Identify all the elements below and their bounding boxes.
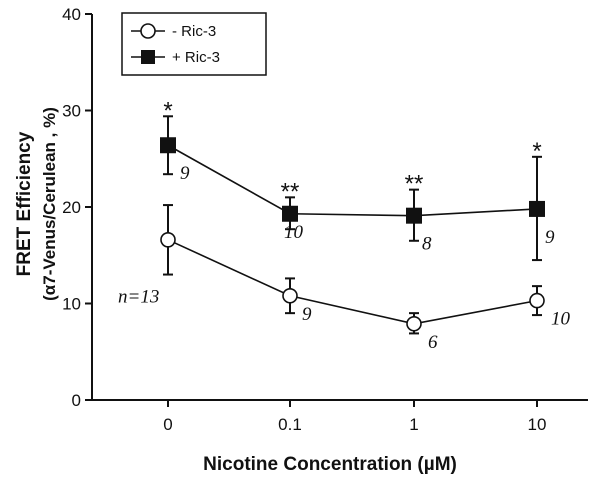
y-axis-title-line1: FRET Efficiency [14, 131, 35, 276]
x-tick-label: 0 [163, 415, 172, 434]
significance-marker: ** [281, 178, 300, 205]
x-axis-title: Nicotine Concentration (µM) [203, 454, 457, 475]
significance-marker: ** [405, 171, 424, 198]
legend-label-plus-ric3: + Ric-3 [172, 49, 220, 66]
y-tick-label: 40 [62, 5, 81, 24]
legend-marker-filled-square [141, 50, 155, 64]
series-lines [167, 144, 538, 325]
x-tick-label: 0.1 [278, 415, 302, 434]
y-axis-title-line2: (α7-Venus/Cerulean , %) [40, 107, 59, 301]
data-point-minus-ric3 [529, 292, 545, 309]
data-point-plus-ric3 [282, 205, 298, 222]
data-point-minus-ric3 [160, 232, 176, 248]
x-tick-label: 1 [409, 415, 418, 434]
sample-size-label: 9 [180, 163, 190, 184]
data-point-minus-ric3 [406, 315, 422, 332]
sample-size-label: 9 [545, 227, 555, 248]
data-point-plus-ric3 [160, 137, 176, 154]
y-tick-label: 30 [62, 102, 81, 121]
sample-size-label: 6 [428, 332, 438, 353]
x-ticks: 0 0.1 1 10 [163, 400, 546, 434]
series-line-minus-ric3 [167, 239, 538, 325]
sample-size-label: n=13 [118, 287, 159, 308]
significance-marker: * [532, 138, 541, 165]
y-tick-label: 0 [72, 391, 81, 410]
legend-box [121, 12, 267, 76]
data-markers [160, 137, 545, 332]
error-bars [163, 115, 542, 335]
legend-marker-open-circle [140, 23, 156, 39]
x-tick-label: 10 [528, 415, 547, 434]
y-tick-label: 10 [62, 295, 81, 314]
data-point-plus-ric3 [406, 207, 422, 224]
legend: - Ric-3 + Ric-3 [121, 12, 267, 76]
sample-size-label: 8 [422, 234, 432, 255]
sample-size-label: 10 [284, 222, 304, 243]
data-point-plus-ric3 [529, 200, 545, 217]
legend-label-minus-ric3: - Ric-3 [172, 23, 216, 40]
sample-size-label: 10 [551, 309, 571, 330]
sample-size-label: 9 [302, 304, 312, 325]
y-ticks: 0 10 20 30 40 [62, 5, 92, 410]
significance-marker: * [163, 97, 172, 124]
y-tick-label: 20 [62, 198, 81, 217]
series-line-plus-ric3 [167, 144, 538, 217]
data-point-minus-ric3 [282, 287, 298, 304]
